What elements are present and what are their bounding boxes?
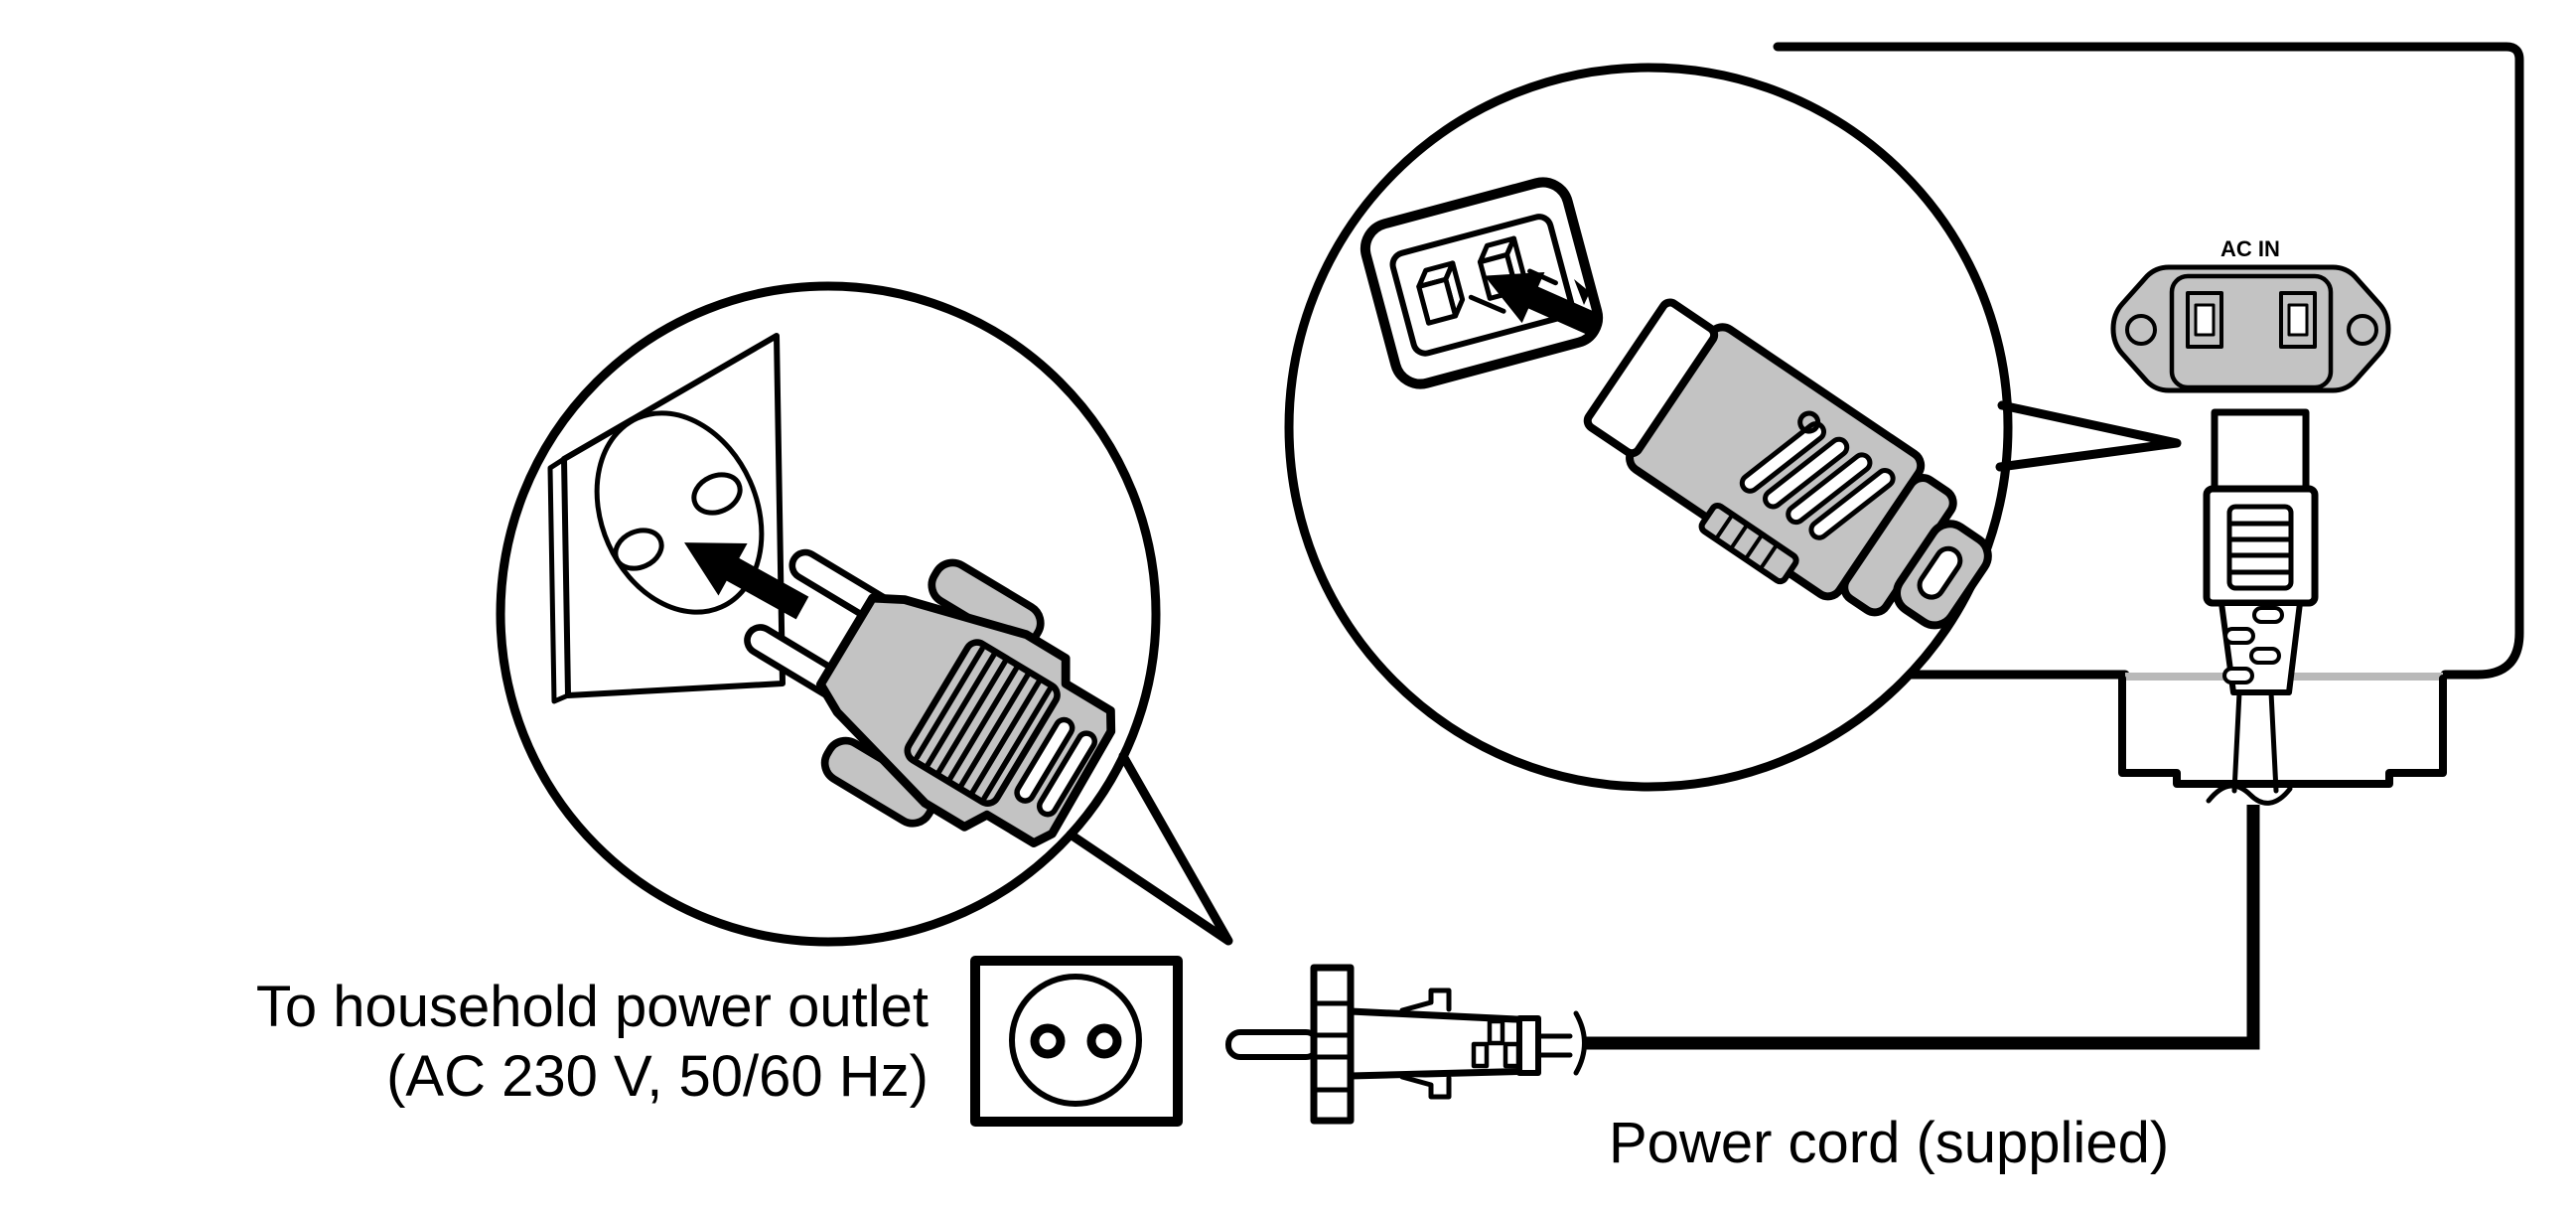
household-outlet-label-line2: (AC 230 V, 50/60 Hz) xyxy=(386,1044,929,1109)
iec-boot-slot xyxy=(1917,545,1963,600)
cord-break-arc xyxy=(1573,1010,1587,1076)
plug-icon-flange-lines xyxy=(1311,1000,1354,1093)
plug-clamp-slot xyxy=(1036,730,1098,818)
wall-outlet-callout xyxy=(496,281,1233,947)
inlet-screw-left xyxy=(2125,314,2157,346)
iec-rib xyxy=(1763,436,1850,510)
attached-power-cord xyxy=(1583,408,2319,1050)
iec-rib xyxy=(1786,452,1873,526)
magnified-iec-plug xyxy=(1583,298,1992,630)
plug-icon-top-latch xyxy=(1399,987,1452,1013)
ac-in-label: AC IN xyxy=(2220,236,2280,261)
insert-arrow-icon xyxy=(684,542,809,620)
cord-plug-rib-lines xyxy=(2226,521,2294,575)
callout-tail-fill xyxy=(1071,756,1228,941)
outlet-hole xyxy=(613,528,664,571)
iec-plug-face xyxy=(1583,298,1719,458)
power-cord-line xyxy=(1583,805,2260,1050)
plug-icon-endcap xyxy=(1516,1015,1541,1076)
cord-upper-outline xyxy=(2231,689,2279,794)
plug-icon-flange xyxy=(1310,964,1355,1125)
callout-tail-lines xyxy=(1066,751,1233,946)
iec-rib xyxy=(1739,421,1827,494)
plug-icon-cord-stub xyxy=(1535,1033,1573,1058)
iec-plug-dot xyxy=(1797,410,1821,434)
outlet-hole xyxy=(691,472,743,516)
cord-plug-ribs xyxy=(2226,504,2294,591)
boot-slot xyxy=(2249,647,2281,665)
power-plug-side-icon xyxy=(1225,964,1587,1125)
plug-icon-bottom-latch xyxy=(1399,1074,1452,1100)
magnified-inlet xyxy=(1360,177,1604,389)
arrow-splash xyxy=(1574,279,1590,305)
wall-outlet-icon xyxy=(970,956,1183,1127)
power-cord-label: Power cord (supplied) xyxy=(1609,1111,2169,1175)
cord-plug-neck xyxy=(2211,408,2310,493)
plug-icon-detail xyxy=(1487,1018,1505,1046)
prong-front xyxy=(1416,276,1459,326)
outlet-icon-hole xyxy=(1086,1023,1122,1059)
panel-outline xyxy=(1773,42,2524,680)
plug-icon-pin xyxy=(1225,1029,1321,1060)
plug-clamp-slot xyxy=(1014,716,1075,804)
inlet-slot-left xyxy=(2194,303,2216,337)
magnified-euro-plug xyxy=(744,548,1116,847)
outlet-icon-hole xyxy=(1030,1023,1066,1059)
iec-rib xyxy=(1808,468,1896,540)
inlet-screw-right xyxy=(2347,314,2378,346)
boot-slot xyxy=(2252,606,2284,624)
ac-inlet xyxy=(2110,264,2391,393)
outlet-icon-recess xyxy=(1009,974,1142,1107)
boot-slot xyxy=(2222,667,2254,684)
panel-cord-recess xyxy=(2118,675,2447,788)
plug-grip-ridges xyxy=(914,646,1053,802)
callout-tail-lines xyxy=(1995,400,2182,472)
callout-tail-fill xyxy=(2000,405,2177,467)
cord-break-squiggle xyxy=(2206,783,2293,806)
plug-icon-detail xyxy=(1471,1041,1490,1069)
household-outlet-label-line1: To household power outlet xyxy=(256,975,929,1039)
boot-slot xyxy=(2223,627,2255,645)
iec-latch-ridges xyxy=(1713,512,1780,571)
inlet-slot-right xyxy=(2287,303,2309,337)
ac-inlet-callout xyxy=(1284,63,2182,792)
insert-arrow-icon xyxy=(1484,271,1602,337)
